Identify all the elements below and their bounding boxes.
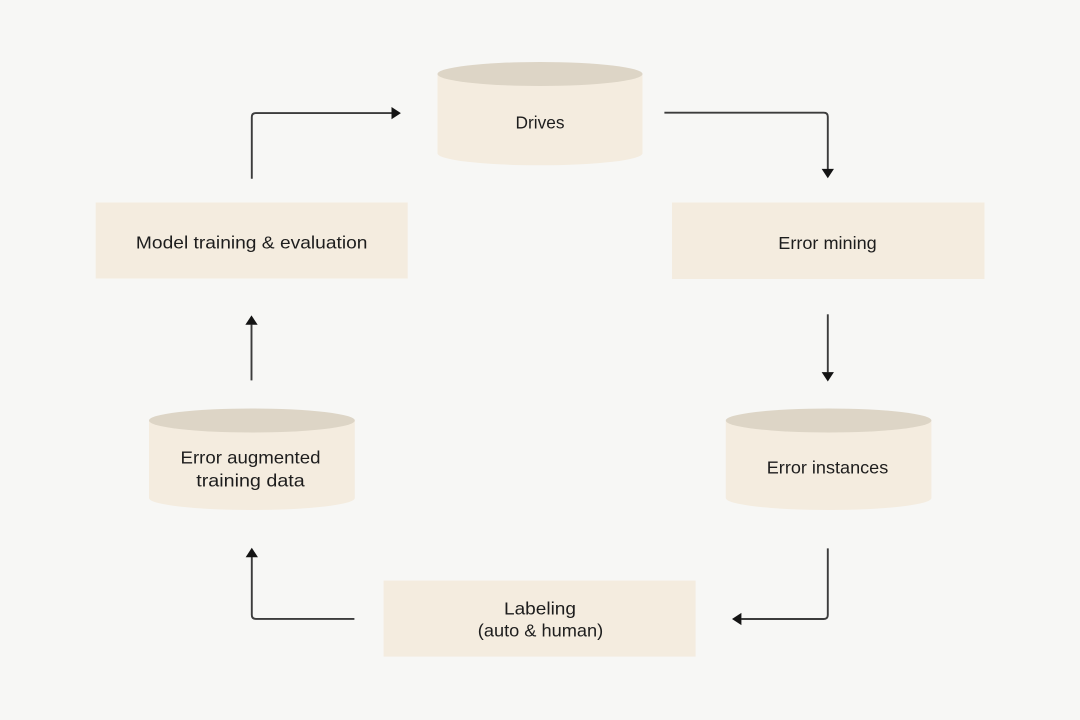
svg-text:Error mining: Error mining (778, 233, 877, 253)
svg-text:Model training & evaluation: Model training & evaluation (136, 233, 368, 253)
svg-text:training data: training data (196, 470, 305, 490)
svg-text:Labeling: Labeling (504, 599, 576, 619)
svg-text:Error augmented: Error augmented (181, 447, 321, 467)
svg-text:Drives: Drives (516, 113, 565, 133)
svg-text:Error instances: Error instances (767, 457, 889, 477)
svg-text:(auto & human): (auto & human) (478, 621, 604, 641)
